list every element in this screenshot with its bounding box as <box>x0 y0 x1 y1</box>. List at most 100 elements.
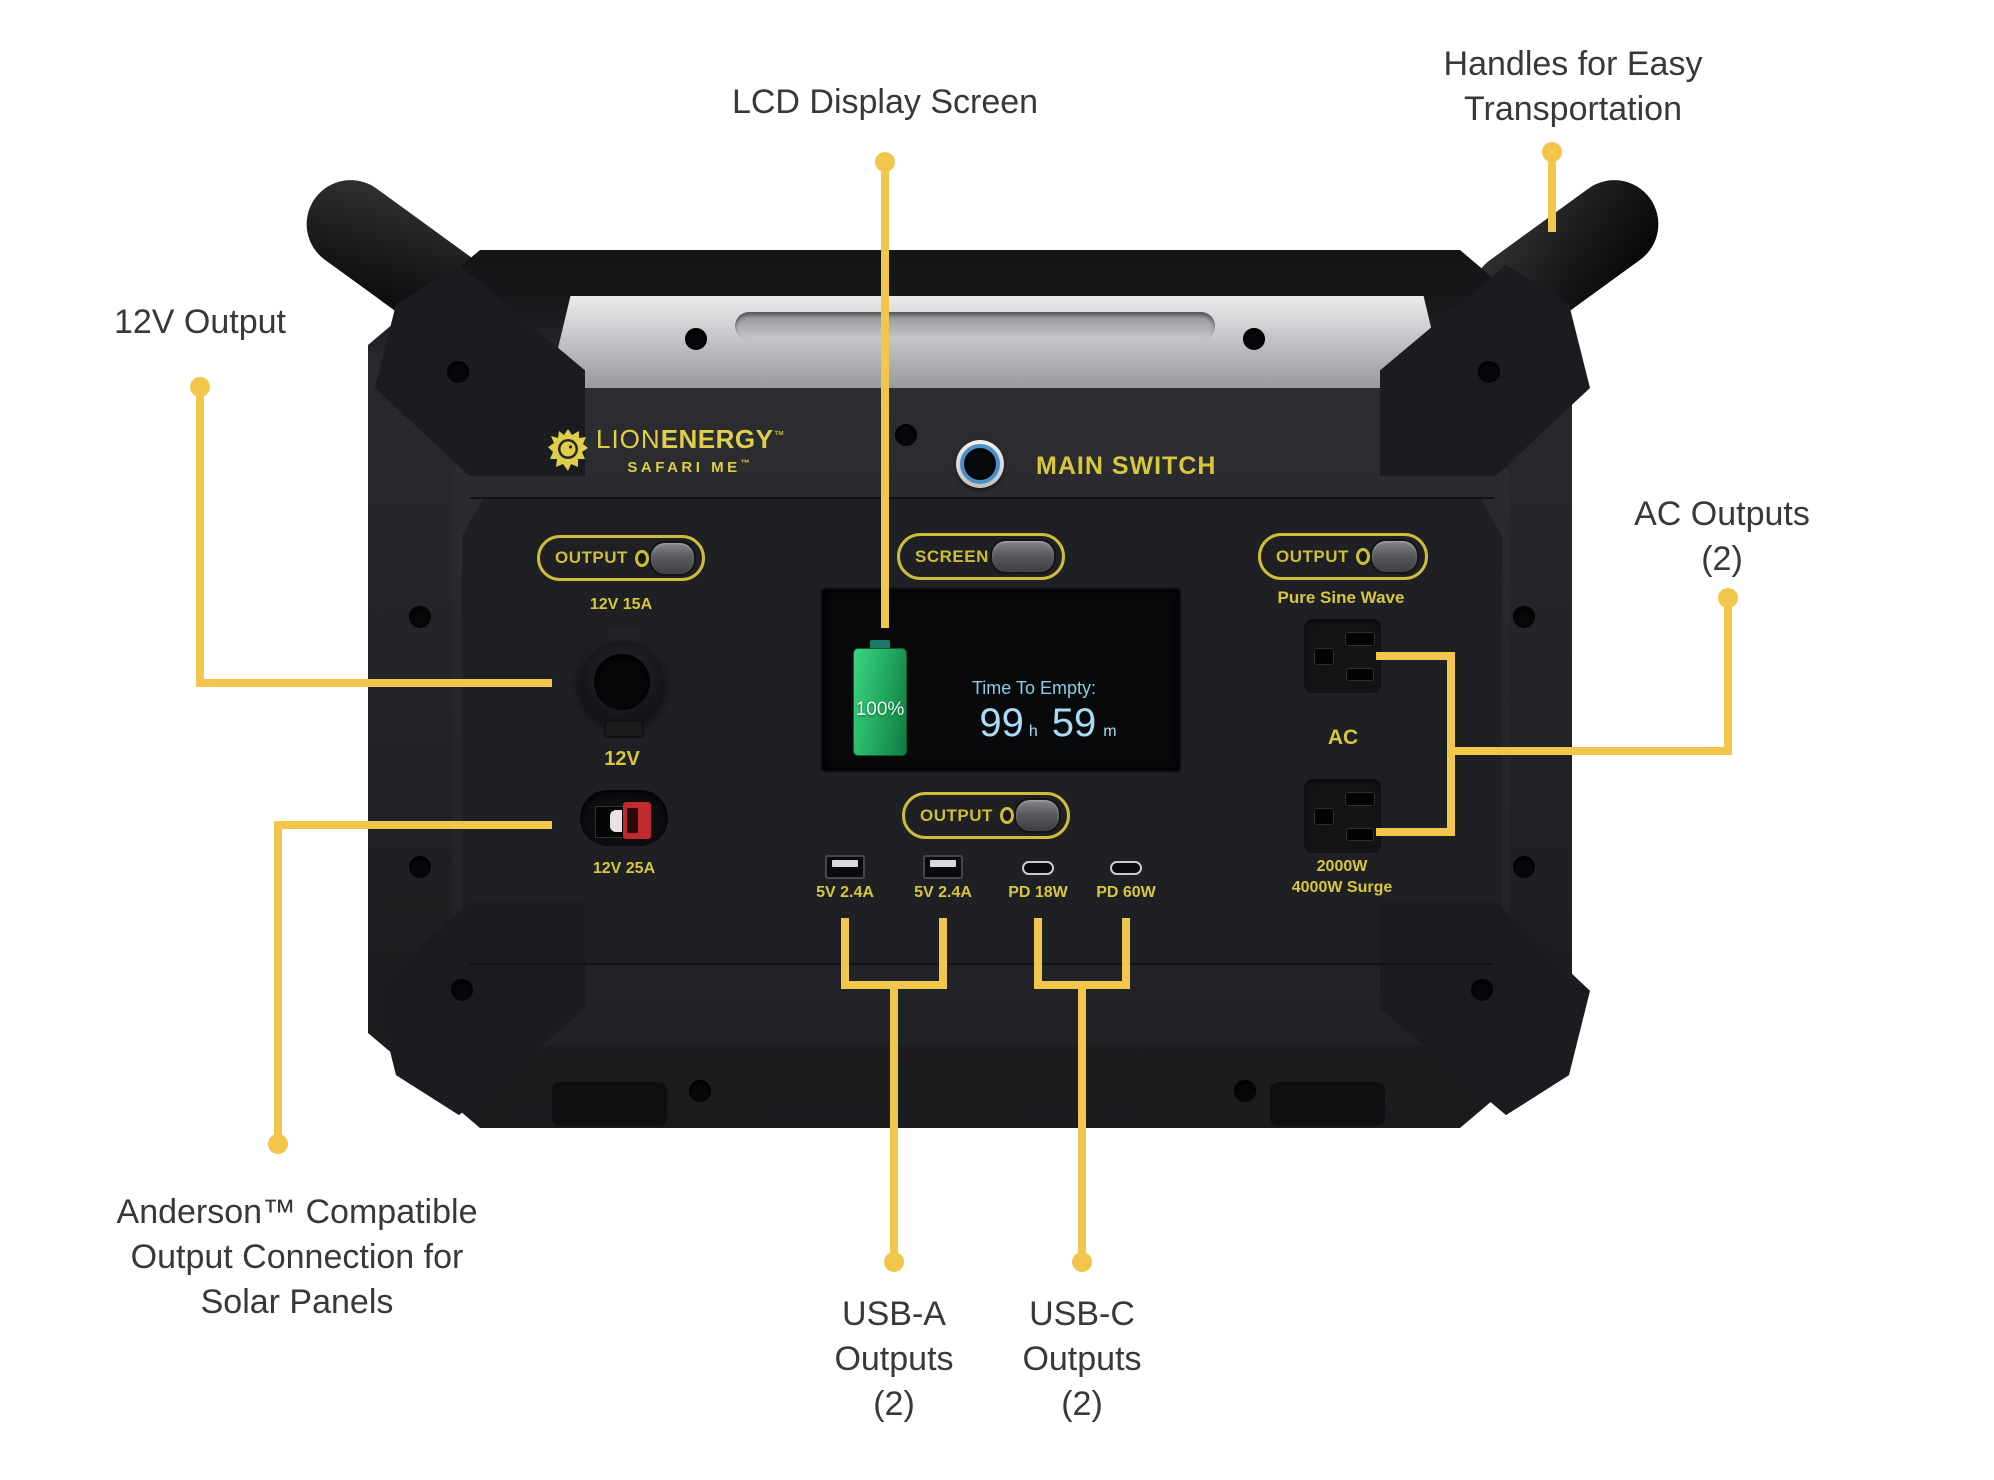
panel-seam-top <box>470 497 1494 499</box>
callout-12v-output: 12V Output <box>113 303 286 341</box>
screw-hole <box>1513 606 1535 628</box>
usb-c-callout-line <box>1078 981 1086 1258</box>
12v-callout-dot <box>190 377 210 397</box>
dc-12v-socket <box>578 638 666 726</box>
ac-label: AC <box>1327 726 1359 749</box>
time-to-empty-value: 99 h 59 m <box>948 701 1148 746</box>
dc-socket-hole <box>594 654 650 710</box>
anderson-connector-contact <box>610 810 622 832</box>
anderson-callout-line-v <box>274 821 282 1140</box>
12v-callout-line-v <box>196 393 204 687</box>
output-switch-usb: OUTPUT <box>902 792 1070 839</box>
rail-hole-right <box>1243 328 1265 350</box>
tte-hours-unit: h <box>1028 723 1038 740</box>
usb-a-callout-dot <box>884 1252 904 1272</box>
ac-bracket-bottom <box>1376 828 1455 836</box>
dc-socket-latch <box>604 720 644 738</box>
output-button-usb <box>1013 798 1061 833</box>
ac-rating: 2000W 4000W Surge <box>1291 858 1393 896</box>
model-trademark: ™ <box>740 458 754 468</box>
main-switch-label: MAIN SWITCH <box>1036 452 1217 480</box>
tte-hours: 99 <box>979 701 1024 745</box>
screen-switch-label: SCREEN <box>915 546 989 566</box>
pure-sine-wave-label: Pure Sine Wave <box>1277 588 1405 607</box>
screw-hole <box>895 424 917 446</box>
output-led-12v <box>634 549 649 567</box>
rubber-foot-right <box>1270 1082 1385 1126</box>
screw-hole <box>451 979 473 1001</box>
ac-outlet-ground <box>1314 808 1334 825</box>
ac-callout-line-mid <box>1451 747 1732 755</box>
usb-a-port-1 <box>825 855 865 879</box>
rubber-foot-left <box>552 1082 667 1126</box>
output-switch-12v-label: OUTPUT <box>555 548 628 567</box>
battery-icon <box>853 648 907 756</box>
lcd-callout-line <box>881 170 889 628</box>
brand-name-light: LION <box>596 424 661 454</box>
ac-outlet-slot <box>1346 828 1374 841</box>
battery-percent: 100% <box>855 699 905 720</box>
screw-hole <box>1513 856 1535 878</box>
callout-usb-c: USB-C Outputs (2) <box>1022 1295 1142 1423</box>
time-to-empty-label: Time To Empty: <box>971 678 1097 698</box>
output-button-12v <box>648 540 696 576</box>
output-switch-12v: OUTPUT <box>537 535 705 581</box>
handles-callout-dot <box>1542 142 1562 162</box>
usb-c-port-1-label: PD 18W <box>1008 884 1068 901</box>
output-switch-usb-label: OUTPUT <box>920 805 993 825</box>
tte-minutes-unit: m <box>1103 723 1117 740</box>
usb-c-stub-1 <box>1034 918 1042 985</box>
anderson-connector-slot <box>627 808 638 833</box>
screen-switch: SCREEN <box>897 533 1065 580</box>
callout-ac-outputs: AC Outputs (2) <box>1634 495 1810 578</box>
screw-hole <box>447 361 469 383</box>
ac-outlet-slot <box>1346 668 1374 681</box>
usb-a-stub-1 <box>841 918 849 985</box>
battery-icon-cap <box>870 640 890 650</box>
dc-socket-rating: 12V 15A <box>589 596 653 613</box>
usb-a-stub-2 <box>939 918 947 985</box>
usb-a-port-2 <box>923 855 963 879</box>
ac-callout-dot <box>1718 588 1738 608</box>
ac-outlet-1 <box>1301 616 1384 696</box>
brand-trademark: ™ <box>773 429 785 442</box>
screw-hole <box>409 856 431 878</box>
usb-a-contact <box>832 860 858 867</box>
ac-bracket-top <box>1376 652 1455 660</box>
top-rail-groove <box>735 312 1215 340</box>
screw-hole <box>689 1080 711 1102</box>
screw-hole <box>1234 1080 1256 1102</box>
handles-callout-line <box>1548 160 1556 232</box>
ac-callout-line-v <box>1724 606 1732 755</box>
callout-lcd-display: LCD Display Screen <box>731 83 1039 121</box>
lcd-callout-dot <box>875 152 895 172</box>
screen-button <box>990 539 1056 574</box>
main-switch-button <box>956 440 1004 488</box>
output-switch-ac: OUTPUT <box>1258 533 1428 580</box>
main-switch-ring <box>960 444 1000 484</box>
brand-logo-block: LIONENERGY™ SAFARI ME™ <box>548 424 785 476</box>
anderson-rating: 12V 25A <box>592 860 656 877</box>
ac-outlet-ground <box>1314 648 1334 665</box>
usb-c-port-1 <box>1022 861 1054 875</box>
screw-hole <box>1471 979 1493 1001</box>
callout-usb-a: USB-A Outputs (2) <box>834 1295 954 1423</box>
output-led-ac <box>1355 548 1370 565</box>
ac-bracket-vertical <box>1447 652 1455 836</box>
usb-a-port-1-label: 5V 2.4A <box>816 884 874 901</box>
screw-hole <box>409 606 431 628</box>
model-name-text: SAFARI ME <box>627 459 741 476</box>
rail-hole-left <box>685 328 707 350</box>
brand-name: LIONENERGY™ <box>596 424 785 455</box>
top-rail <box>548 296 1446 390</box>
anderson-connector-recess <box>580 790 668 846</box>
anderson-connector-red <box>623 802 651 839</box>
ac-outlet-slot <box>1345 792 1375 806</box>
usb-c-port-2 <box>1110 861 1142 875</box>
screw-hole <box>1478 361 1500 383</box>
anderson-callout-line-h <box>274 821 552 829</box>
lcd-screen: 100% Time To Empty: 99 h 59 m <box>822 589 1180 771</box>
usb-c-port-2-label: PD 60W <box>1096 884 1156 901</box>
usb-a-callout-line <box>890 981 898 1258</box>
